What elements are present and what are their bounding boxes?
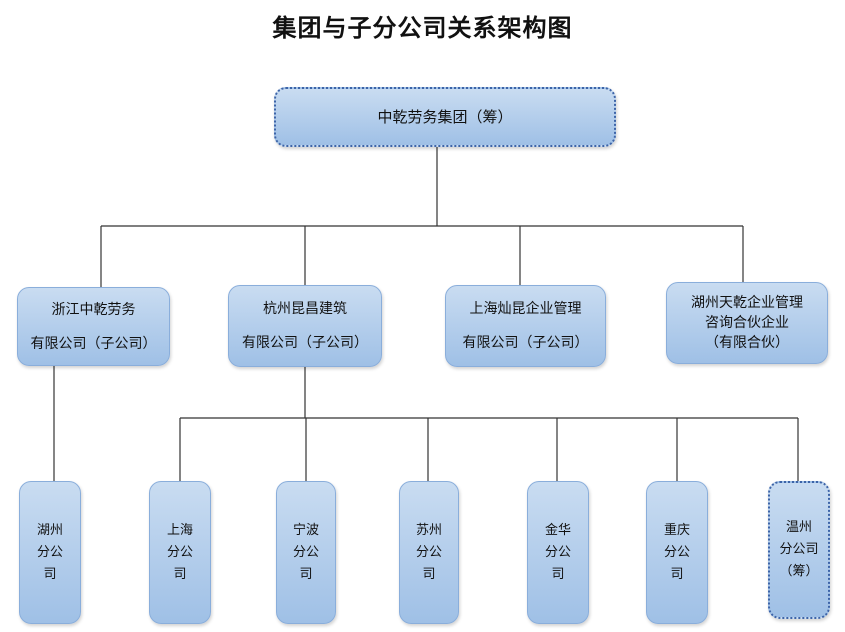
- subsidiary-node-line1: 上海灿昆企业管理: [469, 301, 582, 317]
- branch-node-line3: 司: [43, 566, 57, 582]
- branch-node-line2: 分公司: [779, 542, 819, 557]
- branch-node-line1: 温州: [785, 520, 812, 535]
- subsidiary-node-hangzhou: 杭州昆昌建筑 有限公司（子公司）: [228, 285, 382, 367]
- subsidiary-node-line2: 有限公司（子公司）: [30, 335, 157, 352]
- branch-node-line1: 重庆: [663, 522, 690, 538]
- branch-node-line1: 湖州: [36, 522, 63, 538]
- subsidiary-node-line1: 浙江中乾劳务: [51, 301, 136, 318]
- branch-node-line2: 分公: [663, 544, 690, 560]
- branch-node-line2: 分公: [292, 544, 319, 560]
- branch-node-line1: 金华: [544, 522, 571, 538]
- branch-node-line2: 分公: [166, 544, 193, 560]
- branch-node-chongqing: 重庆 分公 司: [646, 481, 708, 624]
- branch-node-line1: 上海: [166, 522, 193, 538]
- branch-node-line3: 司: [551, 566, 565, 582]
- subsidiary-node-huzhou-partnership: 湖州天乾企业管理 咨询合伙企业 （有限合伙）: [666, 282, 828, 364]
- branch-node-line2: 分公: [415, 544, 442, 560]
- subsidiary-node-line2: 咨询合伙企业: [705, 315, 789, 331]
- branch-node-line3: 司: [299, 566, 313, 582]
- subsidiary-node-line3: （有限合伙）: [705, 335, 789, 351]
- subsidiary-node-line2: 有限公司（子公司）: [462, 335, 589, 351]
- branch-node-line3: 司: [670, 566, 684, 582]
- branch-node-line2: 分公: [36, 544, 63, 560]
- branch-node-line3: 司: [422, 566, 436, 582]
- subsidiary-node-line2: 有限公司（子公司）: [242, 335, 368, 351]
- branch-node-jinhua: 金华 分公 司: [527, 481, 589, 624]
- branch-node-shanghai: 上海 分公 司: [149, 481, 211, 624]
- root-node-label: 中乾劳务集团（筹）: [377, 108, 513, 126]
- branch-node-line2: 分公: [544, 544, 571, 560]
- subsidiary-node-line1: 湖州天乾企业管理: [691, 295, 803, 311]
- branch-node-line1: 宁波: [292, 522, 319, 538]
- branch-node-ningbo: 宁波 分公 司: [276, 481, 336, 624]
- branch-node-suzhou: 苏州 分公 司: [399, 481, 459, 624]
- subsidiary-node-zhejiang: 浙江中乾劳务 有限公司（子公司）: [17, 287, 170, 366]
- branch-node-wenzhou: 温州 分公司 （筹）: [768, 481, 830, 619]
- subsidiary-node-line1: 杭州昆昌建筑: [263, 301, 347, 317]
- branch-node-huzhou: 湖州 分公 司: [19, 481, 81, 624]
- branch-node-line1: 苏州: [415, 522, 442, 538]
- root-node-group: 中乾劳务集团（筹）: [274, 87, 616, 147]
- subsidiary-node-shanghai: 上海灿昆企业管理 有限公司（子公司）: [445, 285, 606, 367]
- branch-node-line3: 司: [173, 566, 187, 582]
- branch-node-line3: （筹）: [779, 564, 819, 579]
- diagram-title: 集团与子分公司关系架构图: [272, 14, 573, 42]
